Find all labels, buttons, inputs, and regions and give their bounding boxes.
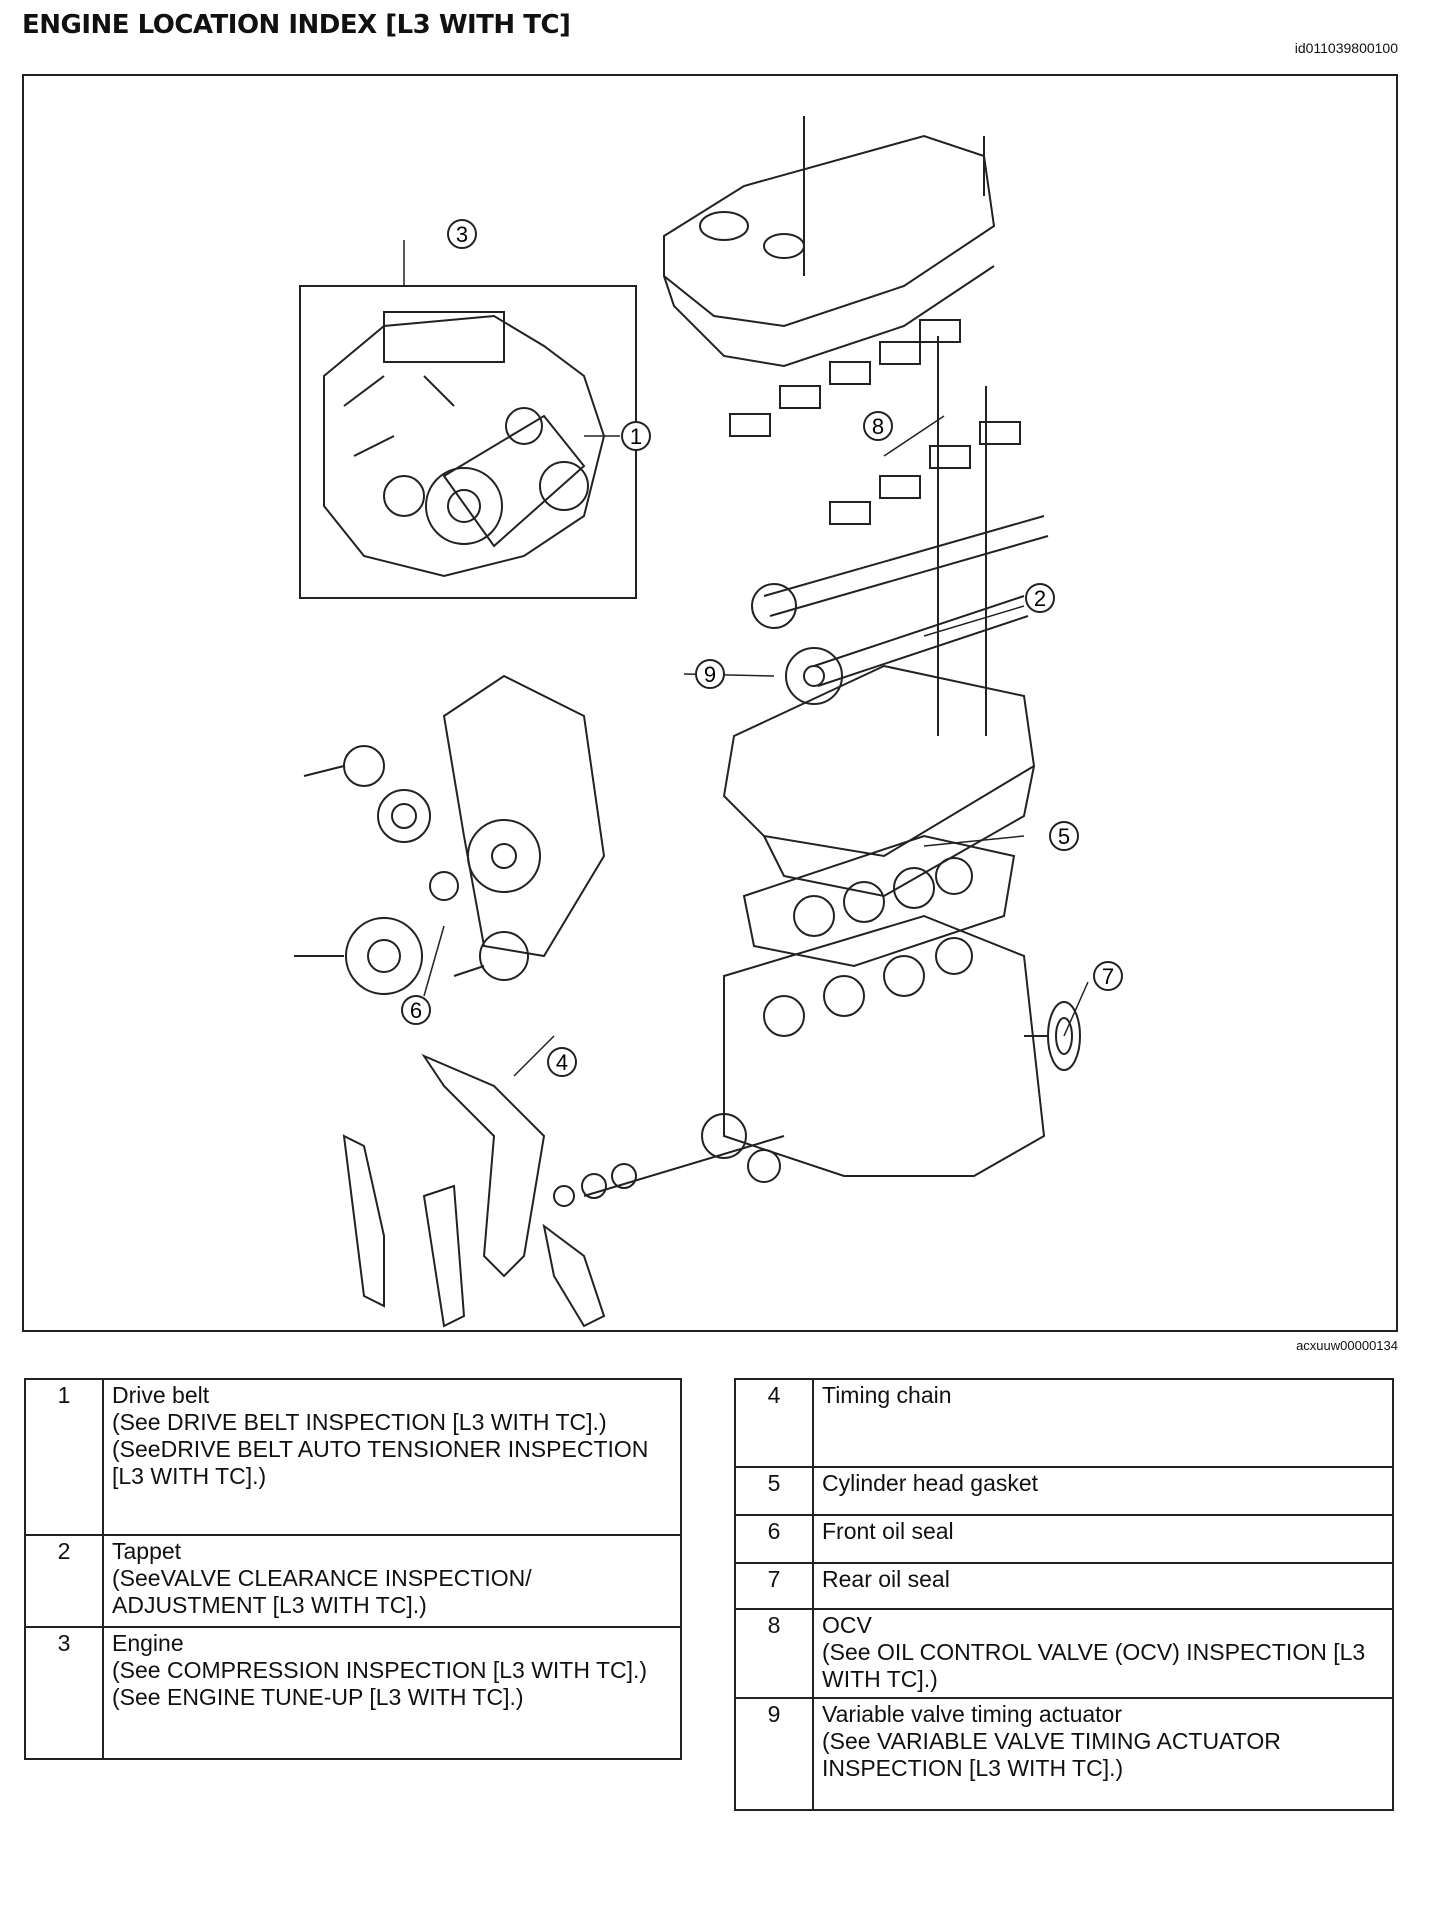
callout-3: 3	[447, 219, 477, 249]
legend-description: OCV (See OIL CONTROL VALVE (OCV) INSPECT…	[812, 1608, 1394, 1699]
legend-part-name: OCV	[822, 1612, 872, 1638]
callout-label: 1	[630, 424, 642, 449]
callout-label: 7	[1102, 964, 1114, 989]
callout-label: 9	[704, 662, 716, 687]
legend-number: 8	[734, 1608, 814, 1699]
engine-inset-frame	[299, 285, 637, 599]
rear-oil-seal-sketch	[1024, 1001, 1081, 1071]
legend-part-name: Cylinder head gasket	[822, 1470, 1039, 1496]
legend-part-name: Tappet	[112, 1538, 182, 1564]
legend-row: 1 Drive belt (See DRIVE BELT INSPECTION …	[24, 1378, 682, 1536]
legend-description: Cylinder head gasket	[812, 1466, 1394, 1516]
legend-reference-link[interactable]: (See ENGINE TUNE-UP [L3 WITH TC].)	[112, 1684, 524, 1710]
crank-sprocket-sketch	[553, 1113, 785, 1207]
legend-number: 4	[734, 1378, 814, 1468]
legend-row: 4 Timing chain	[734, 1378, 1394, 1468]
head-cover-sketch	[663, 116, 996, 368]
callout-label: 8	[872, 414, 884, 439]
legend-number: 3	[24, 1626, 104, 1760]
legend-number: 5	[734, 1466, 814, 1516]
legend-description: Drive belt (See DRIVE BELT INSPECTION [L…	[102, 1378, 682, 1536]
callout-5: 5	[1049, 821, 1079, 851]
cylinder-head-sketch	[722, 664, 1036, 898]
callout-6: 6	[401, 995, 431, 1025]
legend-part-name: Front oil seal	[822, 1518, 954, 1544]
engine-assembly-sketch	[323, 311, 606, 578]
legend-row: 5 Cylinder head gasket	[734, 1466, 1394, 1516]
legend-description: Engine (See COMPRESSION INSPECTION [L3 W…	[102, 1626, 682, 1760]
callout-7: 7	[1093, 961, 1123, 991]
legend-table-left: 1 Drive belt (See DRIVE BELT INSPECTION …	[24, 1378, 682, 1760]
legend-reference-link[interactable]: (See VARIABLE VALVE TIMING ACTUATOR INSP…	[822, 1728, 1281, 1781]
legend-part-name: Timing chain	[822, 1382, 952, 1408]
legend-description: Timing chain	[812, 1378, 1394, 1468]
callout-9: 9	[695, 659, 725, 689]
head-gasket-sketch	[742, 834, 1016, 968]
exploded-engine-diagram: 1 2 3 4 5 6 7 8	[22, 74, 1398, 1332]
legend-part-name: Variable valve timing actuator	[822, 1701, 1122, 1727]
legend-number: 6	[734, 1514, 814, 1564]
callout-label: 5	[1058, 824, 1070, 849]
timing-chain-sketch	[342, 1053, 606, 1328]
callout-8: 8	[863, 411, 893, 441]
page-title: ENGINE LOCATION INDEX [L3 WITH TC]	[22, 10, 571, 40]
legend-reference-link[interactable]: (SeeDRIVE BELT AUTO TENSIONER INSPECTION…	[112, 1436, 649, 1489]
leader-lines	[403, 240, 1089, 1077]
callout-label: 4	[556, 1050, 568, 1075]
legend-part-name: Drive belt	[112, 1382, 210, 1408]
callout-4: 4	[547, 1047, 577, 1077]
legend-description: Rear oil seal	[812, 1562, 1394, 1610]
legend-description: Front oil seal	[812, 1514, 1394, 1564]
legend-part-name: Rear oil seal	[822, 1566, 950, 1592]
callout-label: 2	[1034, 586, 1046, 611]
legend-row: 2 Tappet (SeeVALVE CLEARANCE INSPECTION/…	[24, 1534, 682, 1628]
legend-row: 7 Rear oil seal	[734, 1562, 1394, 1610]
legend-row: 3 Engine (See COMPRESSION INSPECTION [L3…	[24, 1626, 682, 1760]
callout-2: 2	[1025, 583, 1055, 613]
legend-number: 2	[24, 1534, 104, 1628]
legend-reference-link[interactable]: (See OIL CONTROL VALVE (OCV) INSPECTION …	[822, 1639, 1366, 1692]
legend-part-name: Engine	[112, 1630, 184, 1656]
legend-number: 7	[734, 1562, 814, 1610]
callout-label: 3	[456, 222, 468, 247]
legend-row: 6 Front oil seal	[734, 1514, 1394, 1564]
legend-reference-link[interactable]: (See COMPRESSION INSPECTION [L3 WITH TC]…	[112, 1657, 648, 1683]
legend-description: Tappet (SeeVALVE CLEARANCE INSPECTION/ A…	[102, 1534, 682, 1628]
figure-id: acxuuw00000134	[1296, 1338, 1398, 1353]
front-cover-sketch	[294, 674, 606, 995]
legend-table-right: 4 Timing chain 5 Cylinder head gasket 6 …	[734, 1378, 1394, 1811]
callout-1: 1	[621, 421, 651, 451]
legend-reference-link[interactable]: (SeeVALVE CLEARANCE INSPECTION/ ADJUSTME…	[112, 1565, 532, 1618]
callout-label: 6	[410, 998, 422, 1023]
legend-row: 9 Variable valve timing actuator (See VA…	[734, 1697, 1394, 1811]
legend-number: 1	[24, 1378, 104, 1536]
legend-number: 9	[734, 1697, 814, 1811]
camshaft-sketch	[729, 319, 1049, 736]
legend-description: Variable valve timing actuator (See VARI…	[812, 1697, 1394, 1811]
document-id: id011039800100	[1294, 40, 1398, 56]
legend-reference-link[interactable]: (See DRIVE BELT INSPECTION [L3 WITH TC].…	[112, 1409, 607, 1435]
legend-row: 8 OCV (See OIL CONTROL VALVE (OCV) INSPE…	[734, 1608, 1394, 1699]
diagram-drawing: 1 2 3 4 5 6 7 8	[294, 116, 1123, 1328]
